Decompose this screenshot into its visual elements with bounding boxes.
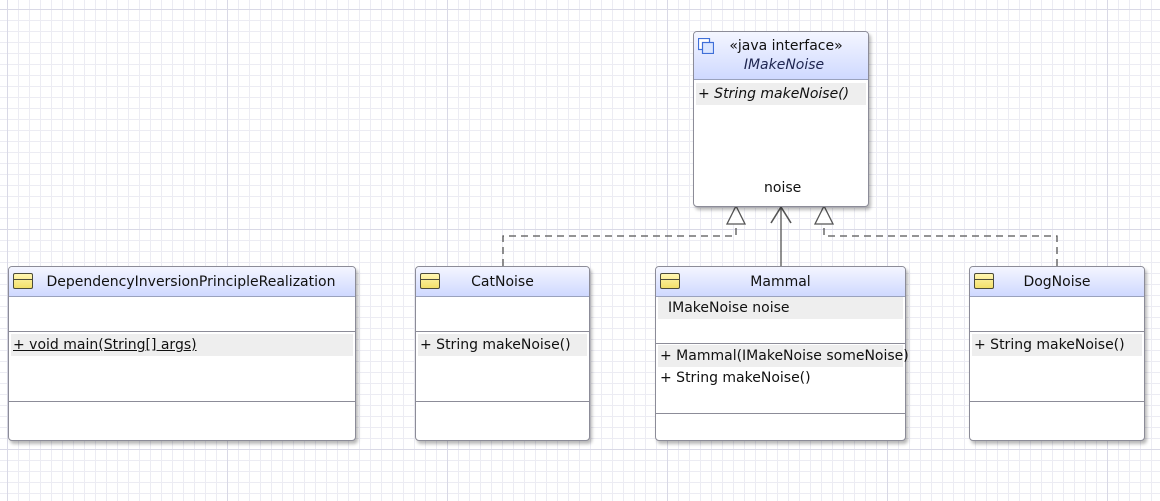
compartment-divider bbox=[416, 331, 589, 332]
interface-header: «java interface» IMakeNoise bbox=[694, 32, 868, 80]
class-name: DogNoise bbox=[1023, 274, 1091, 290]
class-icon bbox=[420, 273, 440, 289]
catnoise-class-box[interactable]: CatNoise + String makeNoise() bbox=[415, 266, 590, 441]
class-operation[interactable]: + String makeNoise() bbox=[972, 334, 1142, 356]
association-role-label: noise bbox=[764, 180, 802, 196]
compartment-divider bbox=[656, 413, 905, 414]
class-icon bbox=[660, 273, 680, 289]
class-name: CatNoise bbox=[471, 274, 534, 290]
compartment-divider bbox=[970, 401, 1144, 402]
class-operation[interactable]: + String makeNoise() bbox=[660, 370, 811, 386]
dognoise-realization-edge bbox=[823, 210, 1058, 266]
imakenoise-interface-box[interactable]: «java interface» IMakeNoise + String mak… bbox=[693, 31, 869, 207]
class-attribute[interactable]: IMakeNoise noise bbox=[658, 297, 903, 319]
compartment-divider bbox=[9, 331, 355, 332]
class-name: DependencyInversionPrincipleRealization bbox=[46, 274, 336, 290]
dognoise-realization-arrowhead bbox=[813, 204, 835, 225]
interface-stereotype: «java interface» bbox=[729, 38, 843, 54]
compartment-divider bbox=[416, 401, 589, 402]
class-header: DogNoise bbox=[970, 267, 1144, 297]
class-name: Mammal bbox=[750, 274, 811, 290]
mammal-association-arrowhead bbox=[770, 205, 792, 224]
interface-name: IMakeNoise bbox=[743, 57, 825, 73]
dognoise-class-box[interactable]: DogNoise + String makeNoise() bbox=[969, 266, 1145, 441]
class-operation[interactable]: + void main(String[] args) bbox=[11, 334, 353, 356]
interface-operation[interactable]: + String makeNoise() bbox=[696, 83, 866, 105]
mammal-class-box[interactable]: Mammal IMakeNoise noise + Mammal(IMakeNo… bbox=[655, 266, 909, 441]
class-constructor[interactable]: + Mammal(IMakeNoise someNoise) bbox=[658, 345, 909, 367]
class-operation[interactable]: + String makeNoise() bbox=[418, 334, 587, 356]
class-header: DependencyInversionPrincipleRealization bbox=[9, 267, 355, 297]
catnoise-realization-arrowhead bbox=[725, 204, 747, 225]
catnoise-realization-edge bbox=[502, 210, 737, 266]
compartment-divider bbox=[970, 331, 1144, 332]
class-icon bbox=[13, 273, 33, 289]
compartment-divider bbox=[656, 343, 905, 344]
class-header: CatNoise bbox=[416, 267, 589, 297]
compartment-divider bbox=[9, 401, 355, 402]
java-interface-icon bbox=[698, 38, 714, 54]
class-icon bbox=[974, 273, 994, 289]
dependency-inversion-class-box[interactable]: DependencyInversionPrincipleRealization … bbox=[8, 266, 356, 441]
class-header: Mammal bbox=[656, 267, 905, 297]
